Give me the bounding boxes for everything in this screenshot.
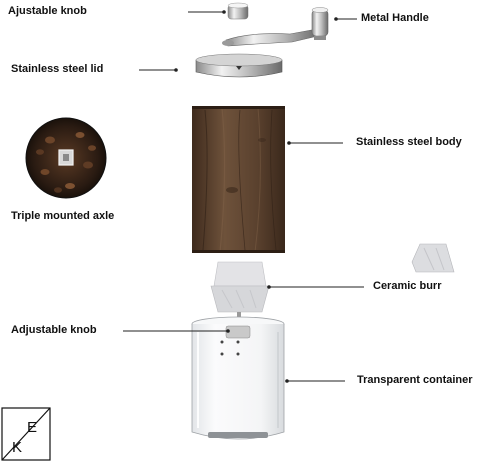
label-transparent-container: Transparent container bbox=[357, 374, 473, 386]
label-stainless-steel-lid: Stainless steel lid bbox=[11, 63, 104, 75]
label-ceramic-burr: Ceramic burr bbox=[373, 280, 442, 292]
logo-letter-k: K bbox=[12, 439, 22, 456]
ceramic-burr-central-illustration bbox=[210, 261, 270, 322]
top-knob-illustration bbox=[227, 2, 249, 20]
label-metal-handle: Metal Handle bbox=[361, 12, 429, 24]
label-adjustable-knob: Adjustable knob bbox=[11, 324, 97, 336]
brand-logo: E K bbox=[1, 407, 51, 461]
ceramic-burr-side-illustration bbox=[411, 243, 455, 273]
axle-closeup-illustration bbox=[25, 117, 107, 199]
logo-letter-e: E bbox=[27, 419, 37, 436]
metal-handle-illustration bbox=[222, 7, 329, 47]
steel-lid-illustration bbox=[195, 53, 283, 78]
wooden-body-illustration bbox=[192, 106, 285, 253]
label-adjustable-knob-top: Ajustable knob bbox=[8, 5, 87, 17]
label-stainless-steel-body: Stainless steel body bbox=[356, 136, 462, 148]
label-triple-mounted-axle: Triple mounted axle bbox=[11, 210, 115, 222]
leader-lines bbox=[123, 10, 364, 383]
transparent-container-illustration bbox=[191, 316, 285, 440]
